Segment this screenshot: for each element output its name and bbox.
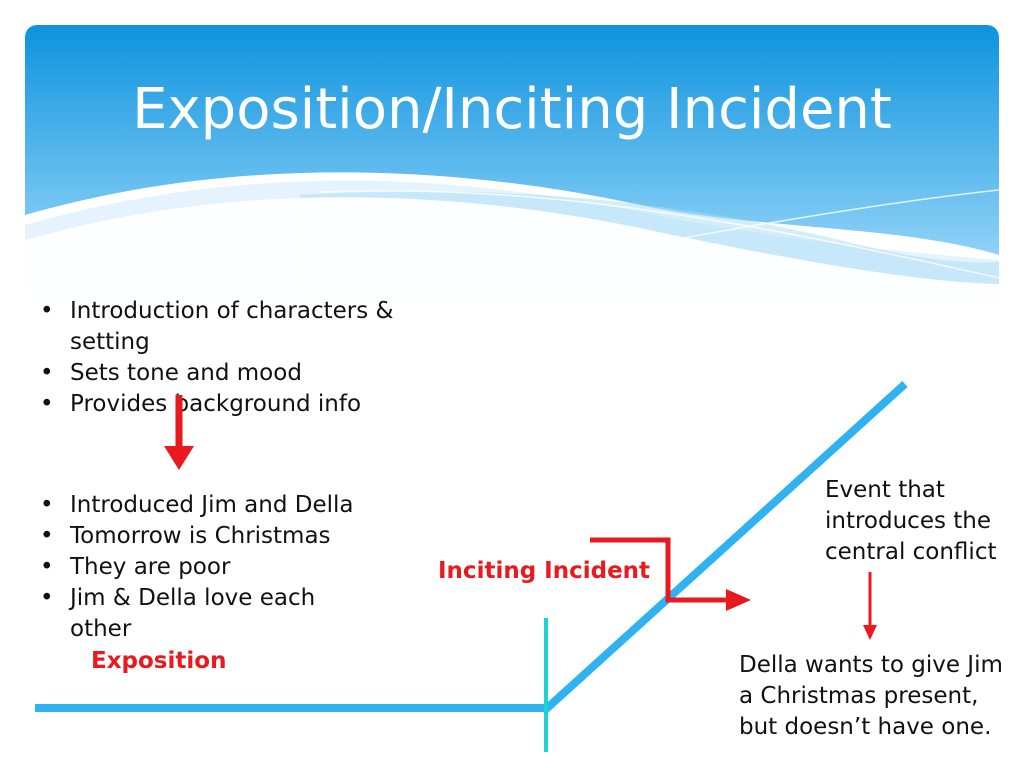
header-background — [25, 25, 999, 255]
exposition-bullet-list: Introduction of characters & setting Set… — [36, 296, 426, 420]
bullet-item: Provides background info — [36, 389, 426, 420]
bullet-item: Introduced Jim and Della — [36, 490, 356, 521]
slide-title: Exposition/Inciting Incident — [132, 77, 892, 142]
event-note: Event that introduces the central confli… — [825, 477, 997, 565]
bullet-item: Jim & Della love each other — [36, 583, 356, 645]
della-note: Della wants to give Jim a Christmas pres… — [739, 652, 1003, 740]
bullet-item: Introduction of characters & setting — [36, 296, 426, 358]
header-banner — [25, 25, 999, 300]
bullet-item: Tomorrow is Christmas — [36, 521, 356, 552]
header-wave-line-1 — [319, 190, 999, 279]
story-bullet-list: Introduced Jim and Della Tomorrow is Chr… — [36, 490, 356, 645]
bullet-item: They are poor — [36, 552, 356, 583]
header-white-base — [25, 197, 999, 300]
exposition-label: Exposition — [91, 648, 227, 674]
down-arrow-small-icon — [863, 572, 877, 640]
bullet-item: Sets tone and mood — [36, 358, 426, 389]
inciting-incident-label: Inciting Incident — [438, 558, 651, 584]
